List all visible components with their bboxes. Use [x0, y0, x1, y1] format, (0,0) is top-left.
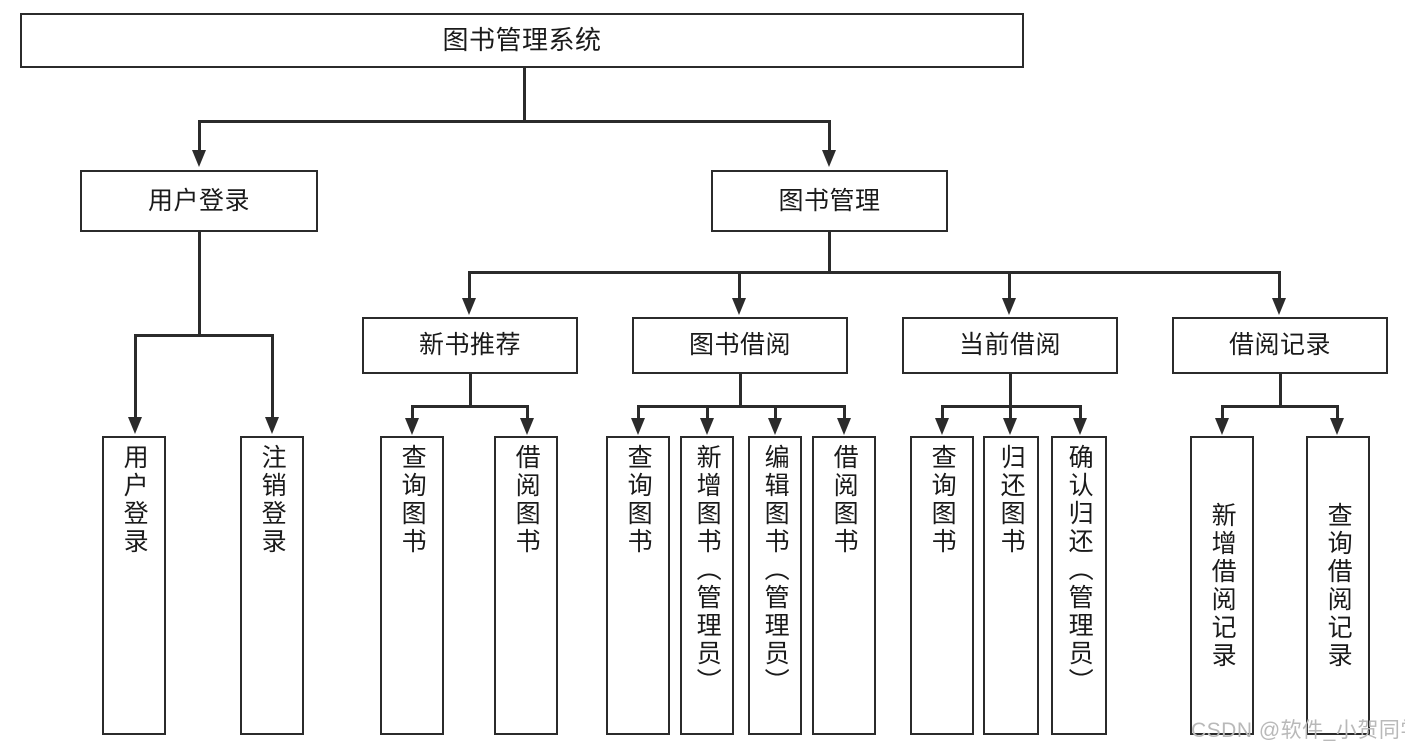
node-leaf-query-book-current[interactable]: 查询图书 [910, 436, 974, 735]
arrowhead-nbr-leaf-0 [405, 418, 419, 435]
edge-bb-stem [739, 374, 742, 407]
edge-user-login-to-leaf-1 [271, 334, 274, 419]
node-label: 用户登录 [147, 186, 250, 215]
arrowhead-bm-new-book [462, 298, 476, 315]
node-label: 注销登录 [258, 444, 287, 556]
arrowhead-br-leaf-1 [1330, 418, 1344, 435]
edge-cb-to-leaf-2 [1079, 405, 1082, 419]
edge-bm-to-current-borrow [1008, 271, 1011, 300]
edge-nbr-to-leaf-0 [411, 405, 414, 419]
edge-bm-to-book-borrow [738, 271, 741, 300]
node-label: 借阅图书 [830, 444, 859, 556]
node-user-login[interactable]: 用户登录 [80, 170, 318, 232]
node-label: 确认归还（管理员） [1065, 444, 1094, 696]
arrowhead-br-leaf-0 [1215, 418, 1229, 435]
node-borrow-record[interactable]: 借阅记录 [1172, 317, 1388, 374]
node-label: 编辑图书（管理员） [761, 444, 790, 696]
edge-bm-to-new-book [468, 271, 471, 300]
edge-cb-to-leaf-0 [941, 405, 944, 419]
node-label: 查询借阅记录 [1324, 501, 1353, 670]
arrowhead-cb-leaf-2 [1073, 418, 1087, 435]
node-leaf-user-login[interactable]: 用户登录 [102, 436, 166, 735]
edge-bm-to-borrow-record [1278, 271, 1281, 300]
arrowhead-cb-leaf-1 [1003, 418, 1017, 435]
node-leaf-add-book-admin[interactable]: 新增图书（管理员） [680, 436, 734, 735]
edge-root-bar [198, 120, 830, 123]
node-leaf-return-book[interactable]: 归还图书 [983, 436, 1039, 735]
node-label: 用户登录 [120, 444, 149, 556]
edge-bb-to-leaf-1 [706, 405, 709, 419]
edge-bb-bar [637, 405, 845, 408]
node-label: 新增图书（管理员） [693, 444, 722, 696]
node-label: 当前借阅 [958, 331, 1061, 359]
node-leaf-confirm-return-admin[interactable]: 确认归还（管理员） [1051, 436, 1107, 735]
edge-root-stem [523, 68, 526, 122]
node-book-borrow[interactable]: 图书借阅 [632, 317, 848, 374]
arrowhead-bm-current-borrow [1002, 298, 1016, 315]
node-label: 图书借阅 [688, 331, 791, 359]
node-label: 图书管理系统 [442, 25, 602, 56]
edge-nbr-bar [411, 405, 528, 408]
edge-user-login-stem [198, 232, 201, 335]
node-leaf-borrow-book[interactable]: 借阅图书 [812, 436, 876, 735]
edge-book-management-bar [468, 271, 1280, 274]
node-leaf-edit-book-admin[interactable]: 编辑图书（管理员） [748, 436, 802, 735]
node-label: 查询图书 [928, 444, 957, 556]
node-label: 借阅图书 [512, 444, 541, 556]
arrowhead-bb-leaf-3 [837, 418, 851, 435]
node-label: 查询图书 [624, 444, 653, 556]
node-label: 新书推荐 [418, 331, 521, 359]
edge-root-to-user-login [198, 120, 201, 152]
node-label: 图书管理 [778, 186, 881, 215]
edge-cb-stem [1009, 374, 1012, 407]
arrowhead-user-login-leaf-1 [265, 417, 279, 434]
edge-nbr-stem [469, 374, 472, 407]
node-leaf-borrow-book-recommend[interactable]: 借阅图书 [494, 436, 558, 735]
watermark-text: CSDN @软件_小贺同学 [1191, 719, 1405, 742]
edge-nbr-to-leaf-1 [526, 405, 529, 419]
edge-cb-to-leaf-1 [1009, 405, 1012, 419]
arrowhead-bm-borrow-record [1272, 298, 1286, 315]
edge-book-management-stem [828, 232, 831, 273]
node-leaf-query-borrow-record[interactable]: 查询借阅记录 [1306, 436, 1370, 735]
node-label: 借阅记录 [1228, 331, 1331, 359]
node-root-book-management-system[interactable]: 图书管理系统 [20, 13, 1024, 68]
edge-user-login-to-leaf-0 [134, 334, 137, 419]
edge-bb-to-leaf-2 [774, 405, 777, 419]
node-current-borrow[interactable]: 当前借阅 [902, 317, 1118, 374]
node-label: 查询图书 [398, 444, 427, 556]
edge-bb-to-leaf-3 [843, 405, 846, 419]
node-book-management[interactable]: 图书管理 [711, 170, 948, 232]
node-leaf-query-book-borrow[interactable]: 查询图书 [606, 436, 670, 735]
arrowhead-root-to-user-login [192, 150, 206, 167]
edge-br-to-leaf-1 [1336, 405, 1339, 419]
node-leaf-query-book-recommend[interactable]: 查询图书 [380, 436, 444, 735]
node-new-book-recommend[interactable]: 新书推荐 [362, 317, 578, 374]
arrowhead-bb-leaf-2 [768, 418, 782, 435]
edge-root-to-book-management [828, 120, 831, 152]
node-label: 归还图书 [997, 444, 1026, 556]
arrowhead-bm-book-borrow [732, 298, 746, 315]
edge-br-to-leaf-0 [1221, 405, 1224, 419]
edge-user-login-bar [134, 334, 273, 337]
edge-br-stem [1279, 374, 1282, 407]
node-leaf-logout[interactable]: 注销登录 [240, 436, 304, 735]
arrowhead-nbr-leaf-1 [520, 418, 534, 435]
edge-bb-to-leaf-0 [637, 405, 640, 419]
arrowhead-cb-leaf-0 [935, 418, 949, 435]
edge-br-bar [1221, 405, 1338, 408]
node-label: 新增借阅记录 [1208, 501, 1237, 670]
arrowhead-root-to-book-management [822, 150, 836, 167]
arrowhead-bb-leaf-1 [700, 418, 714, 435]
arrowhead-bb-leaf-0 [631, 418, 645, 435]
arrowhead-user-login-leaf-0 [128, 417, 142, 434]
node-leaf-add-borrow-record[interactable]: 新增借阅记录 [1190, 436, 1254, 735]
